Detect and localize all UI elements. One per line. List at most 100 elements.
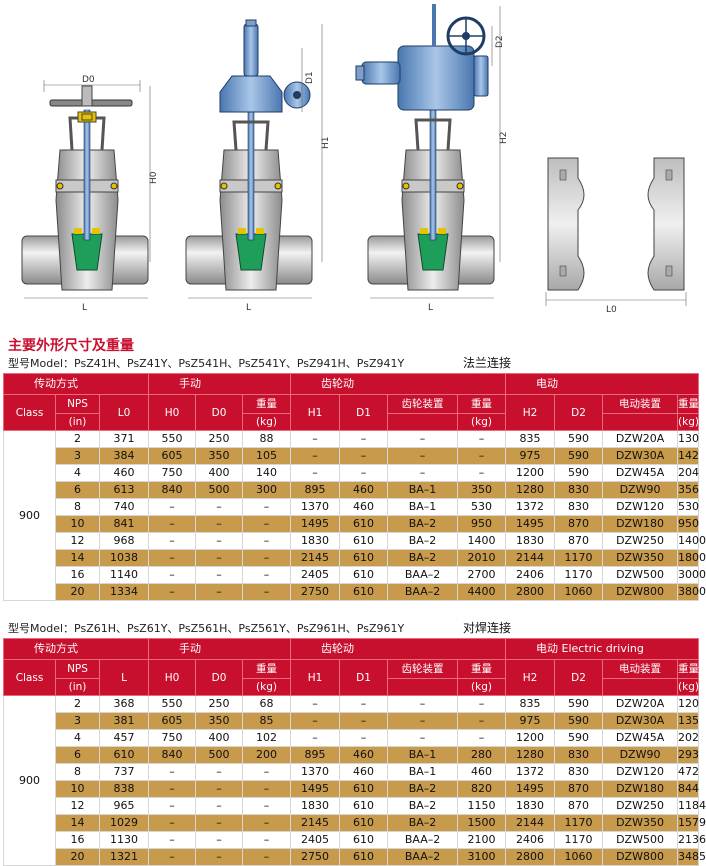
col-weight: 重量: [241, 659, 292, 679]
table-cell: 737: [99, 763, 149, 781]
table-cell: –: [148, 848, 196, 866]
table-cell: 3000: [677, 566, 706, 584]
table-cell: –: [457, 695, 507, 713]
table-cell: 975: [505, 447, 556, 465]
table-cell: 130: [677, 430, 700, 448]
col-gear-device: 齿轮装置: [387, 394, 459, 414]
table-cell: DZW350: [602, 549, 679, 567]
table-cell: 1830: [290, 532, 341, 550]
col-h0: H0: [148, 659, 196, 696]
table2-electric-header: 电动 Electric driving: [505, 638, 700, 660]
table-cell: –: [148, 831, 196, 849]
col-h0: H0: [148, 394, 196, 431]
table-cell: 1130: [99, 831, 149, 849]
table-cell: 2144: [505, 549, 556, 567]
table-cell: –: [195, 814, 243, 832]
table-cell: –: [290, 729, 341, 747]
table-cell: –: [339, 712, 389, 730]
table-cell: 610: [339, 814, 389, 832]
table-cell: 830: [554, 763, 604, 781]
col-h2: H2: [505, 659, 556, 696]
table-cell: –: [241, 763, 292, 781]
table-cell: DZW120: [602, 498, 679, 516]
table-cell: 1579: [677, 814, 706, 832]
col-weight: 重量: [457, 394, 507, 414]
table-cell: –: [195, 831, 243, 849]
table-cell: 2: [55, 695, 100, 713]
table-cell: –: [387, 430, 459, 448]
table-cell: –: [148, 498, 196, 516]
table-cell: 605: [148, 712, 196, 730]
table-cell: DZW45A: [602, 729, 679, 747]
col-weight-unit: (kg): [457, 678, 507, 696]
table-cell: 2750: [290, 583, 341, 601]
table-cell: –: [241, 498, 292, 516]
table-cell: –: [195, 797, 243, 815]
table-cell: DZW500: [602, 566, 679, 584]
table-cell: 400: [195, 729, 243, 747]
col-electric-device-unit: [602, 413, 679, 431]
table-cell: –: [241, 549, 292, 567]
label-h2: H2: [499, 132, 509, 145]
table-cell: 120: [677, 695, 700, 713]
table-cell: 2145: [290, 549, 341, 567]
table-cell: –: [241, 515, 292, 533]
label-l-1: L: [82, 303, 87, 313]
table-cell: 2800: [505, 583, 556, 601]
table-cell: 1170: [554, 814, 604, 832]
table-cell: –: [241, 814, 292, 832]
table-cell: 2405: [290, 831, 341, 849]
table-cell: 356: [677, 481, 700, 499]
table-cell: 590: [554, 464, 604, 482]
table-cell: 14: [55, 814, 100, 832]
table-cell: –: [148, 814, 196, 832]
table-cell: 1372: [505, 763, 556, 781]
table-cell: 1495: [290, 780, 341, 798]
table-cell: –: [241, 566, 292, 584]
table-cell: BAA–2: [387, 566, 459, 584]
table-cell: 820: [457, 780, 507, 798]
table-cell: 200: [241, 746, 292, 764]
col-weight: 重量: [241, 394, 292, 414]
table-cell: 12: [55, 532, 100, 550]
table-cell: –: [457, 729, 507, 747]
table-cell: 20: [55, 848, 100, 866]
col-h1: H1: [290, 394, 341, 431]
table-cell: 102: [241, 729, 292, 747]
col-d1: D1: [339, 659, 389, 696]
table2-gear-header: 齿轮动: [290, 638, 507, 660]
table-cell: –: [387, 464, 459, 482]
table-cell: 460: [457, 763, 507, 781]
table-cell: 85: [241, 712, 292, 730]
table-cell: –: [387, 712, 459, 730]
table-cell: 1495: [505, 780, 556, 798]
table-cell: 1500: [457, 814, 507, 832]
valve-drawings: D0 H0 L D1 H1 L: [21, 4, 687, 315]
table-cell: DZW20A: [602, 695, 679, 713]
table-cell: –: [148, 515, 196, 533]
table-cell: –: [241, 583, 292, 601]
table-cell: 460: [339, 481, 389, 499]
table-cell: 3485: [677, 848, 706, 866]
table-cell: 841: [99, 515, 149, 533]
table-cell: 14: [55, 549, 100, 567]
table-cell: 1170: [554, 549, 604, 567]
table-cell: 870: [554, 515, 604, 533]
table-cell: 6: [55, 481, 100, 499]
table-cell: 1370: [290, 498, 341, 516]
table-cell: BA–1: [387, 498, 459, 516]
col-weight-unit: (kg): [241, 413, 292, 431]
table-cell: 1400: [677, 532, 706, 550]
table1-gear-header: 齿轮动: [290, 373, 507, 395]
table-cell: 4: [55, 464, 100, 482]
table-cell: 1060: [554, 583, 604, 601]
table-cell: 202: [677, 729, 700, 747]
table-cell: 610: [339, 549, 389, 567]
table-cell: 204: [677, 464, 700, 482]
